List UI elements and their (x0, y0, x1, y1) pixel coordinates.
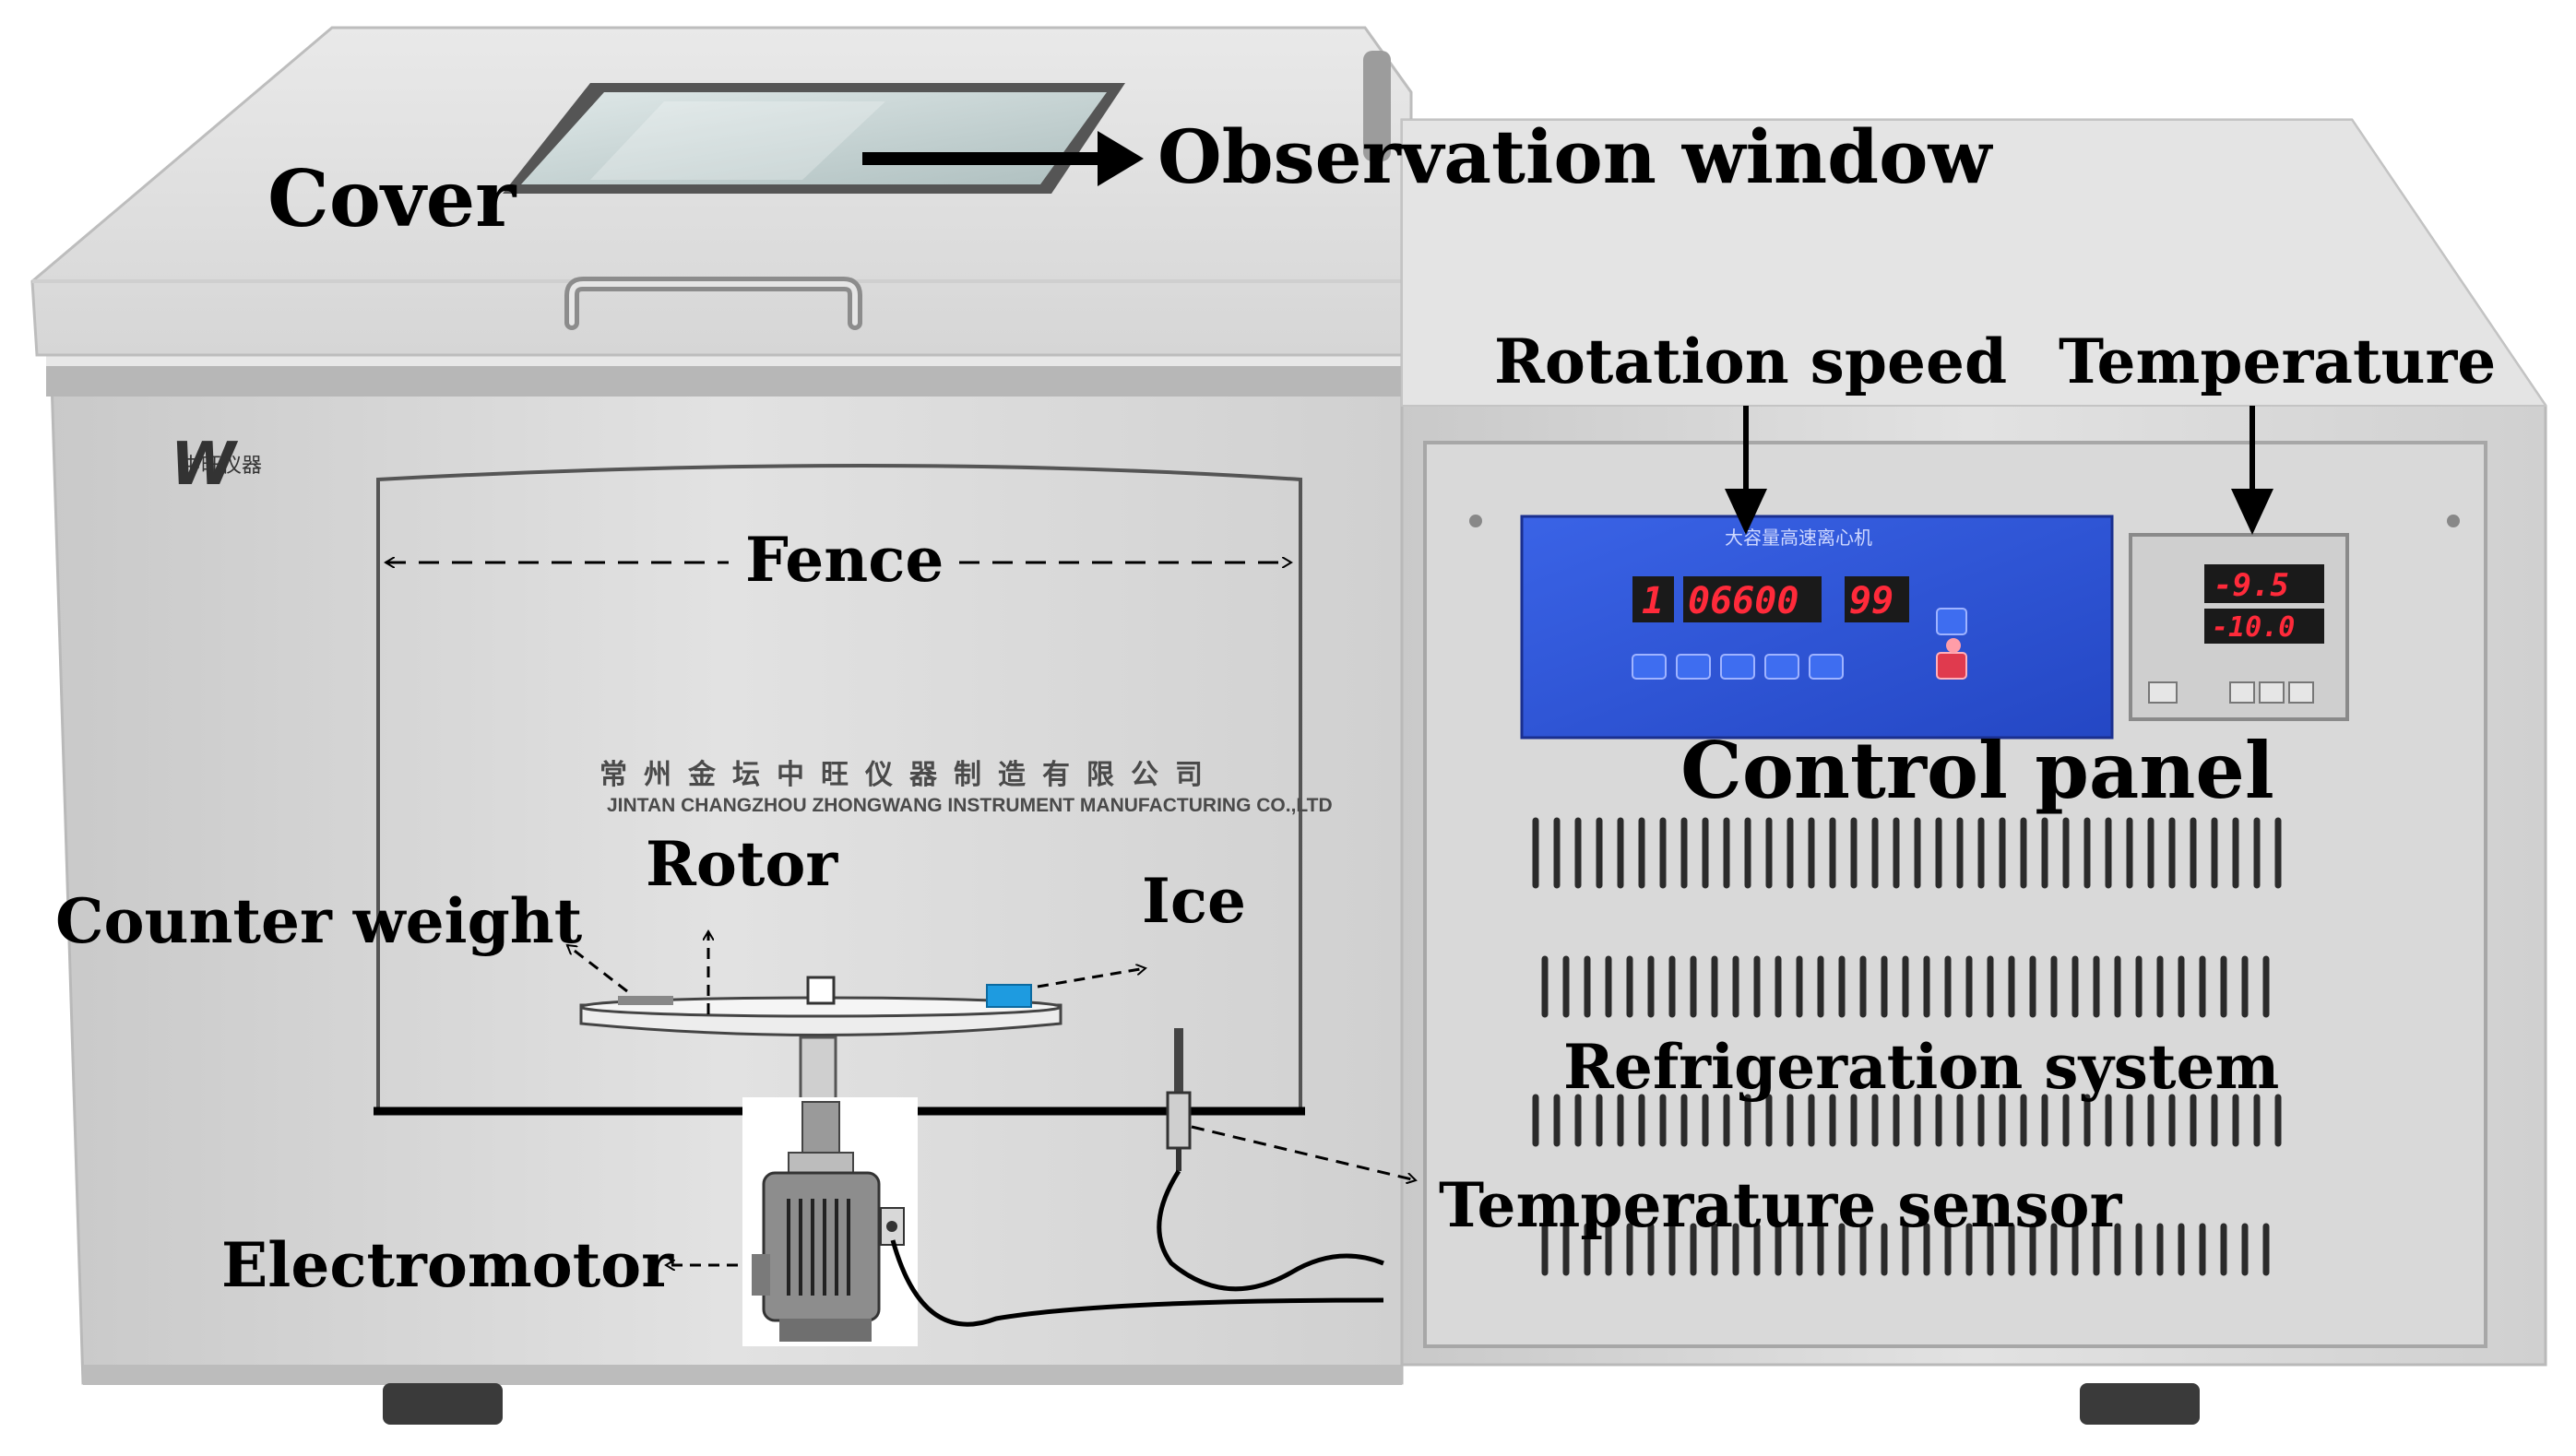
stop-button[interactable] (1936, 652, 1967, 680)
maker-cn-text: 常州金坛中旺仪器制造有限公司 (599, 759, 1219, 791)
controller-button[interactable] (2259, 681, 2285, 704)
label-counter-weight: Counter weight (55, 885, 583, 957)
right-cabinet: 大容量高速离心机 1 06600 99 -9.5 (1400, 118, 2547, 1425)
label-temperature: Temperature (2059, 326, 2496, 397)
controller-button[interactable] (2148, 681, 2178, 704)
panel-button[interactable] (1632, 654, 1667, 680)
label-fence: Fence (745, 524, 944, 596)
control-panel: 大容量高速离心机 1 06600 99 (1520, 515, 2114, 740)
panel-button[interactable] (1936, 608, 1967, 635)
maker-en-text: JINTAN CHANGZHOU ZHONGWANG INSTRUMENT MA… (607, 795, 1333, 816)
arrow-down-icon (2231, 489, 2273, 535)
arrow-right-icon (1098, 131, 1144, 186)
dashed-arrow-icon (1191, 1125, 1416, 1180)
label-electromotor: Electromotor (221, 1229, 674, 1301)
dashed-arrow-icon (567, 943, 628, 993)
motor-cable (890, 1239, 1384, 1327)
controller-button[interactable] (2288, 681, 2314, 704)
temperature-controller: -9.5 -10.0 (2129, 533, 2349, 721)
panel-button[interactable] (1809, 654, 1844, 680)
brand-logo: W 中旺仪器 (171, 431, 262, 499)
label-observation-window: Observation window (1157, 113, 1993, 200)
panel-button[interactable] (1764, 654, 1799, 680)
controller-button[interactable] (2229, 681, 2255, 704)
panel-button[interactable] (1720, 654, 1755, 680)
counter-weight-block (618, 996, 673, 1005)
electromotor (742, 1097, 918, 1346)
left-foot (383, 1383, 503, 1425)
arrow-down-icon (1725, 489, 1767, 535)
label-refrigeration-system: Refrigeration system (1563, 1031, 2279, 1103)
left-cabinet: W 中旺仪器 常州金坛中旺仪器制造有限公司 JINTAN CHANGZHOU Z… (30, 26, 1413, 1425)
label-rotor: Rotor (646, 828, 838, 900)
temp-pv-display: -9.5 (2214, 567, 2289, 604)
rotor-hub (806, 976, 836, 1005)
label-cover: Cover (267, 153, 517, 244)
brand-logo-text: 中旺仪器 (181, 455, 262, 478)
label-ice: Ice (1142, 865, 1246, 937)
speed-value-display: 06600 (1688, 580, 1798, 622)
speed-time-display: 99 (1849, 580, 1893, 622)
label-rotation-speed: Rotation speed (1494, 326, 2007, 397)
refrigeration-vents (1532, 817, 2282, 1276)
speed-channel-display: 1 (1642, 580, 1664, 622)
label-control-panel: Control panel (1680, 725, 2274, 816)
observation-window (503, 83, 1125, 194)
temp-sv-display: -10.0 (2212, 611, 2295, 644)
panel-button[interactable] (1676, 654, 1711, 680)
svg-text:W: W (171, 431, 239, 499)
label-temperature-sensor: Temperature sensor (1439, 1169, 2123, 1241)
cover-handle (564, 277, 862, 330)
panel-title: 大容量高速离心机 (1725, 527, 1872, 549)
right-foot (2080, 1383, 2200, 1425)
ice-block (986, 984, 1032, 1008)
temperature-sensor (1157, 1028, 1384, 1292)
